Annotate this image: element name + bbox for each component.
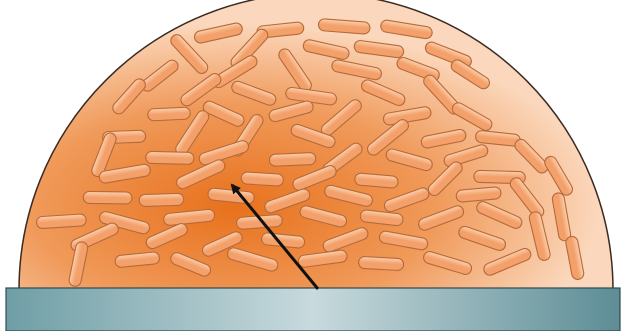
- bacterial-cell: [241, 172, 284, 187]
- bacterial-cell: [269, 152, 316, 166]
- bacterial-cell: [358, 256, 404, 270]
- bacterial-cell: [146, 151, 194, 164]
- bacterial-cell: [148, 107, 191, 121]
- bacterial-cell: [36, 214, 86, 229]
- bacterial-cell: [83, 191, 132, 204]
- substrate-surface: [6, 288, 620, 331]
- bacterial-cell: [139, 193, 184, 206]
